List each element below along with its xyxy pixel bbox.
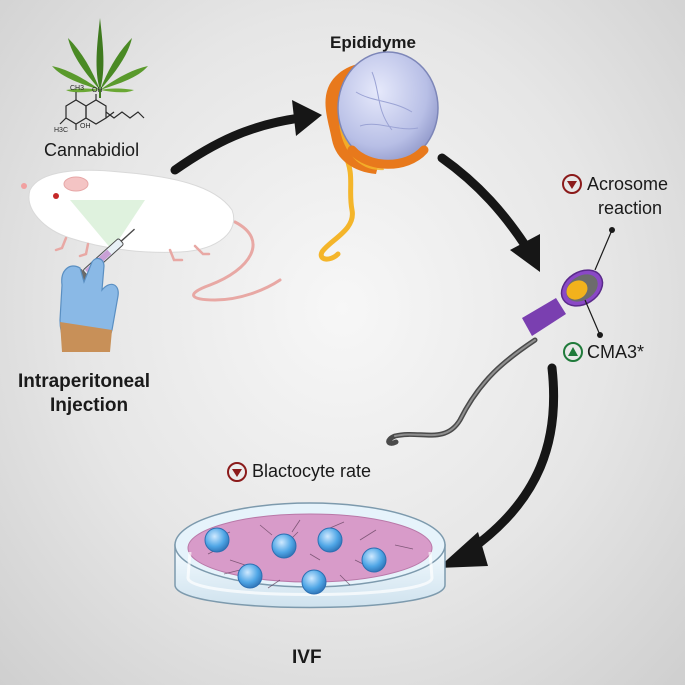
injection-label-line1: Intraperitoneal xyxy=(18,371,150,392)
epididymis-icon xyxy=(318,51,439,262)
arrow-sperm-to-ivf xyxy=(438,363,559,568)
acrosome-label-line1: Acrosome xyxy=(587,174,669,194)
ivf-label: IVF xyxy=(292,647,322,668)
molecule-oh-mid: OH xyxy=(80,123,91,130)
molecule-h3c: H3C xyxy=(54,127,68,134)
blastocyte-rate-label: Blactocyte rate xyxy=(252,461,372,481)
cma3-pointer xyxy=(584,299,603,338)
molecule-ch3: CH3 xyxy=(70,85,84,92)
acrosome-label-line2: reaction xyxy=(598,198,663,218)
blastocyst-cell-icon xyxy=(204,527,387,595)
blastocyte-decrease-icon xyxy=(227,462,247,482)
cma3-increase-icon xyxy=(563,342,583,362)
cannabidiol-molecule xyxy=(59,92,145,130)
epididyme-label: Epididyme xyxy=(330,33,416,52)
injection-label-line2: Injection xyxy=(50,395,129,416)
gloved-hand-icon xyxy=(59,257,119,352)
sperm-icon xyxy=(386,269,604,446)
arrow-rat-to-epididymis xyxy=(170,100,322,175)
cannabis-leaf-icon xyxy=(52,18,148,98)
acrosome-decrease-icon xyxy=(562,174,582,194)
molecule-oh-top: OH xyxy=(92,87,103,94)
acrosome-pointer xyxy=(594,227,615,271)
cannabidiol-label: Cannabidiol xyxy=(44,140,140,160)
arrow-epididymis-to-sperm xyxy=(437,153,540,272)
rat-icon xyxy=(21,169,282,302)
cma3-label: CMA3* xyxy=(587,342,645,362)
